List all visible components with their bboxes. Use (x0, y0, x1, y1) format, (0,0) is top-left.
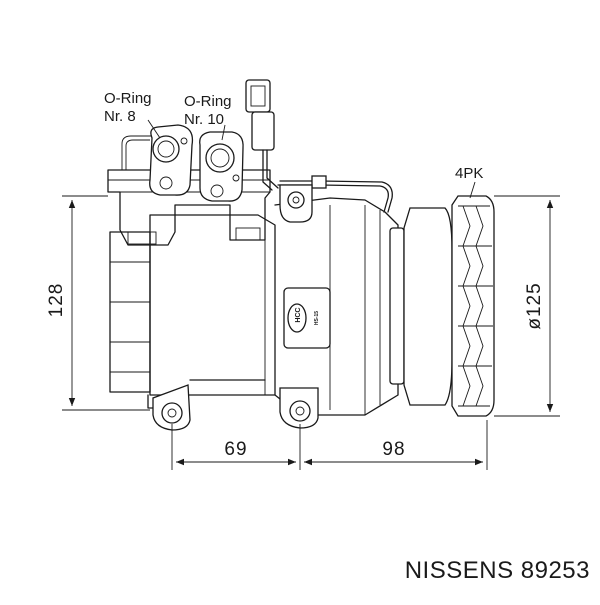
belt-profile-label: 4PK (455, 165, 483, 182)
oring-8-label-line1: O-Ring (104, 90, 152, 107)
oring-10-label-line2: Nr. 10 (184, 111, 224, 128)
badge-brand-text: HCC (295, 307, 302, 322)
hcc-badge: HCC HS-15 (283, 287, 331, 349)
dimension-height-text: 128 (46, 283, 67, 318)
dimension-lines (62, 195, 560, 470)
label-leaders (147, 119, 476, 199)
clutch-pulley (389, 195, 495, 417)
badge-model-text: HS-15 (314, 311, 320, 325)
part-number-caption: NISSENS 89253 (405, 557, 590, 584)
oring-8-label-line2: Nr. 8 (104, 108, 136, 125)
dimension-mount-spacing-text: 69 (224, 439, 247, 460)
dimension-mount-to-pulley-text: 98 (382, 439, 405, 460)
dimension-pulley-diameter-text: ø125 (524, 282, 545, 329)
compressor-body (109, 197, 399, 416)
port-manifold (107, 124, 271, 246)
electrical-connector (121, 79, 393, 213)
oring-10-label-line1: O-Ring (184, 93, 232, 110)
